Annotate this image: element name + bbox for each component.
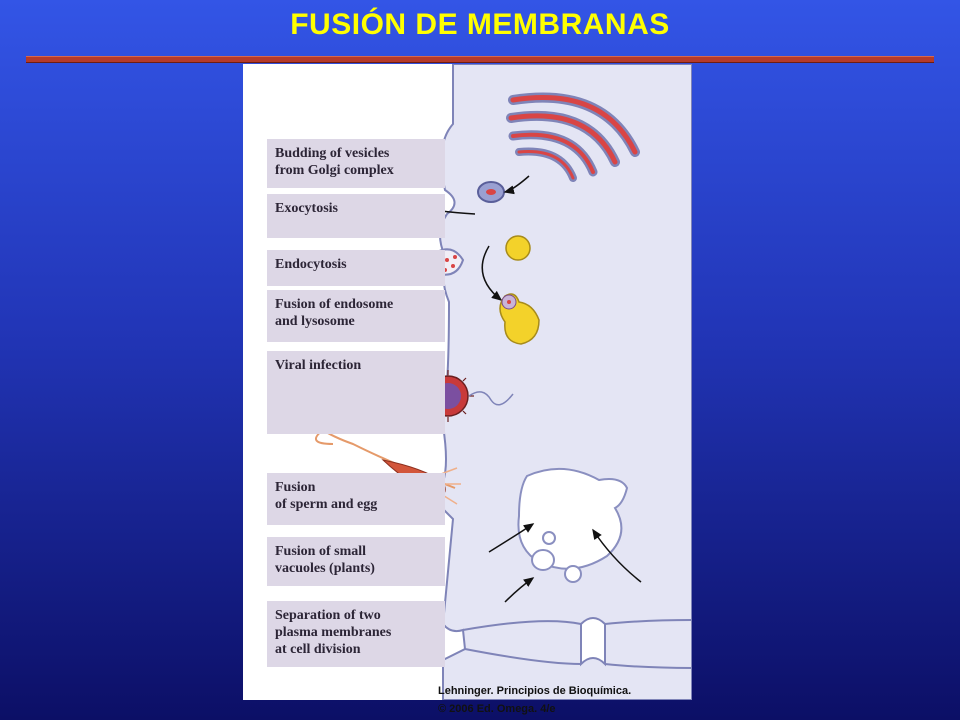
vacuole-arrow-2 [592,528,642,583]
small-vacuole-2 [564,565,582,583]
vacuole-arrow-1 [488,523,535,553]
slide-title: FUSIÓN DE MEMBRANAS [290,8,670,41]
credit-line-2: © 2006 Ed. Omega. 4/e [438,703,556,715]
cell-illustration [301,64,692,700]
label-exocytosis: Exocytosis [267,194,445,238]
viral-genome [468,391,514,406]
budding-arrow [503,175,530,195]
small-vacuole-1 [531,549,555,571]
golgi-complex [506,92,640,182]
small-vacuole-3 [542,531,556,545]
division-furrow [580,617,606,667]
credit-line-1: Lehninger. Principios de Bioquímica. [438,685,632,697]
lysosome-arrow [481,245,503,301]
figure-credit: Lehninger. Principios de Bioquímica. © 2… [438,682,631,718]
title-underline [26,56,934,63]
label-endocytosis: Endocytosis [267,250,445,286]
vacuole-arrow-3 [504,577,535,603]
lysosome [505,235,531,261]
label-viral-infection: Viral infection [267,351,445,434]
division-membrane [462,619,692,669]
